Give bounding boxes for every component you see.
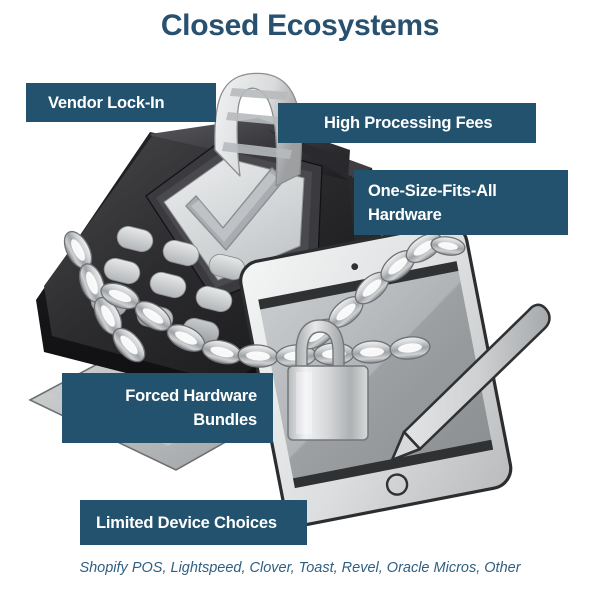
- callout-limited-device-choices[interactable]: Limited Device Choices: [80, 500, 307, 545]
- callout-one-size-fits-all-hardware[interactable]: One-Size-Fits-All Hardware: [354, 170, 568, 235]
- callout-label-line2: Hardware: [368, 205, 442, 224]
- terminal-screen: [163, 157, 305, 281]
- callout-label-line1: Vendor Lock-In: [48, 93, 165, 112]
- vendor-list-footer: Shopify POS, Lightspeed, Clover, Toast, …: [79, 560, 521, 576]
- callout-vendor-lock-in[interactable]: Vendor Lock-In: [26, 83, 216, 122]
- callout-label-line1: Forced Hardware: [125, 387, 257, 405]
- callout-label-line2: Bundles: [193, 411, 257, 429]
- stylus: [390, 303, 551, 462]
- callout-label-line1: One-Size-Fits-All: [368, 181, 497, 200]
- callout-forced-hardware-bundles[interactable]: Forced Hardware Bundles: [62, 373, 273, 443]
- callout-label-line1: High Processing Fees: [324, 114, 493, 132]
- callout-high-processing-fees[interactable]: High Processing Fees: [278, 103, 536, 143]
- receipt-paper: [214, 72, 302, 187]
- callout-label-line1: Limited Device Choices: [96, 513, 277, 532]
- page-title: Closed Ecosystems: [160, 9, 440, 42]
- padlock: [287, 319, 369, 441]
